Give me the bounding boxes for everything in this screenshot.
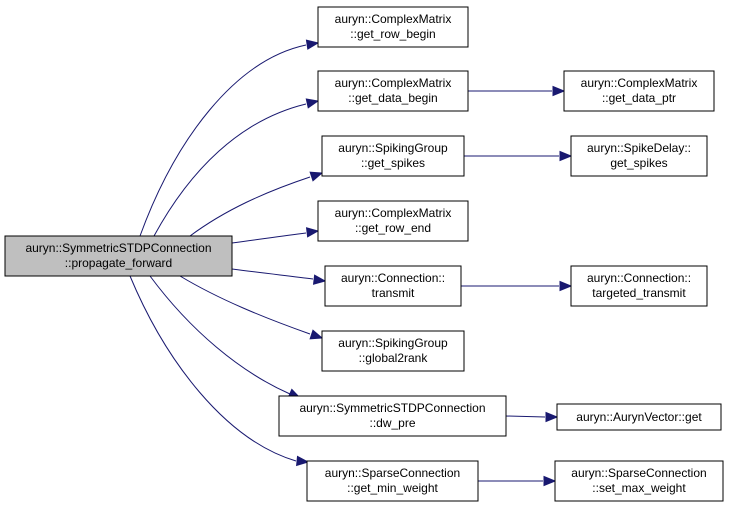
node-label-line1: auryn::ComplexMatrix	[335, 76, 452, 90]
edge-arrowhead	[552, 85, 566, 97]
node-label-line2: ::global2rank	[359, 351, 429, 365]
node-sd-get-spikes[interactable]: auryn::SpikeDelay::get_spikes	[570, 135, 708, 177]
edge-arrowhead	[543, 475, 557, 487]
edge-root-to-spc_min_weight	[129, 275, 310, 467]
node-label-line1: auryn::ComplexMatrix	[335, 12, 452, 26]
node-box	[556, 403, 722, 431]
node-label-line1: auryn::ComplexMatrix	[335, 206, 452, 220]
edge-arrowhead	[296, 455, 310, 467]
node-av-get[interactable]: auryn::AurynVector::get	[556, 403, 722, 431]
edge-line	[179, 275, 311, 335]
node-label-line1: auryn::SymmetricSTDPConnection	[299, 401, 485, 415]
node-label-line1: auryn::SpikeDelay::	[587, 141, 691, 155]
node-conn-targeted[interactable]: auryn::Connection::targeted_transmit	[570, 265, 708, 307]
node-label-line2: ::get_min_weight	[347, 481, 438, 495]
edge-arrowhead	[309, 329, 324, 340]
edge-arrowhead	[312, 274, 327, 285]
edge-sg_get_spikes-to-sd_get_spikes	[464, 150, 573, 162]
edge-arrowhead	[305, 227, 320, 238]
node-spc-set-max-weight[interactable]: auryn::SparseConnection::set_max_weight	[554, 460, 724, 502]
edge-root-to-sg_global2rank	[179, 275, 324, 340]
node-sg-get-spikes[interactable]: auryn::SpikingGroup::get_spikes	[321, 135, 465, 177]
nodes-layer: auryn::SymmetricSTDPConnection::propagat…	[4, 6, 724, 502]
node-label-line2: ::get_row_end	[355, 221, 431, 235]
edge-line	[231, 232, 307, 244]
edge-root-to-sstdp_dw_pre	[149, 275, 302, 399]
edge-sstdp_dw_pre-to-av_get	[505, 411, 559, 423]
node-label-line1: auryn::Connection::	[341, 271, 445, 285]
node-label-line1: auryn::AurynVector::get	[576, 410, 702, 424]
node-cm-data-begin[interactable]: auryn::ComplexMatrix::get_data_begin	[317, 70, 469, 112]
node-label-line1: auryn::SpikingGroup	[338, 336, 448, 350]
node-box	[563, 70, 715, 112]
node-label-line1: auryn::ComplexMatrix	[581, 76, 698, 90]
node-box	[570, 265, 708, 307]
node-box	[321, 330, 465, 372]
edge-line	[149, 275, 291, 395]
node-conn-transmit[interactable]: auryn::Connection::transmit	[324, 265, 462, 307]
edge-line	[139, 44, 307, 237]
edge-root-to-conn_transmit	[231, 268, 327, 285]
node-label-line2: get_spikes	[610, 156, 667, 170]
node-label-line2: ::get_data_begin	[348, 91, 437, 105]
edge-line	[153, 103, 307, 237]
node-box	[321, 135, 465, 177]
edge-arrowhead	[309, 171, 324, 182]
edge-conn_transmit-to-conn_targeted	[461, 280, 573, 292]
node-cm-data-ptr[interactable]: auryn::ComplexMatrix::get_data_ptr	[563, 70, 715, 112]
node-box	[554, 460, 724, 502]
edge-arrowhead	[305, 39, 320, 50]
node-label-line2: ::propagate_forward	[65, 256, 172, 270]
edge-arrowhead	[559, 150, 573, 162]
node-box	[324, 265, 462, 307]
node-label-line2: targeted_transmit	[592, 286, 686, 300]
node-spc-min-weight[interactable]: auryn::SparseConnection::get_min_weight	[306, 460, 479, 502]
node-root: auryn::SymmetricSTDPConnection::propagat…	[4, 235, 233, 277]
node-box	[4, 235, 233, 277]
node-label-line1: auryn::SpikingGroup	[338, 141, 448, 155]
edges-layer	[129, 39, 573, 487]
node-label-line1: auryn::SparseConnection	[571, 466, 706, 480]
edge-cm_data_begin-to-cm_data_ptr	[468, 85, 566, 97]
node-label-line2: ::get_spikes	[361, 156, 425, 170]
edge-spc_min_weight-to-spc_set_max_weight	[478, 475, 557, 487]
edge-line	[231, 268, 314, 280]
node-cm-row-end[interactable]: auryn::ComplexMatrix::get_row_end	[317, 200, 469, 242]
node-label-line1: auryn::Connection::	[587, 271, 691, 285]
node-label-line2: transmit	[372, 286, 415, 300]
node-box	[317, 70, 469, 112]
node-box	[306, 460, 479, 502]
node-cm-row-begin[interactable]: auryn::ComplexMatrix::get_row_begin	[317, 6, 469, 48]
edge-arrowhead	[305, 98, 320, 109]
edge-arrowhead	[545, 411, 559, 423]
node-label-line1: auryn::SparseConnection	[325, 466, 460, 480]
node-label-line2: ::dw_pre	[369, 416, 415, 430]
edge-line	[189, 176, 311, 237]
edge-arrowhead	[559, 280, 573, 292]
node-box	[317, 6, 469, 48]
edge-root-to-cm_row_begin	[139, 39, 320, 237]
node-label-line2: ::get_row_begin	[350, 27, 435, 41]
edge-root-to-sg_get_spikes	[189, 171, 324, 237]
node-sg-global2rank[interactable]: auryn::SpikingGroup::global2rank	[321, 330, 465, 372]
node-box	[570, 135, 708, 177]
edge-root-to-cm_row_end	[231, 227, 320, 244]
edge-line	[129, 275, 297, 462]
edge-root-to-cm_data_begin	[153, 98, 320, 237]
node-sstdp-dw-pre[interactable]: auryn::SymmetricSTDPConnection::dw_pre	[278, 395, 507, 437]
node-label-line2: ::set_max_weight	[592, 481, 686, 495]
node-box	[278, 395, 507, 437]
node-box	[317, 200, 469, 242]
node-label-line2: ::get_data_ptr	[602, 91, 676, 105]
edge-line	[505, 415, 546, 418]
node-label-line1: auryn::SymmetricSTDPConnection	[25, 241, 211, 255]
